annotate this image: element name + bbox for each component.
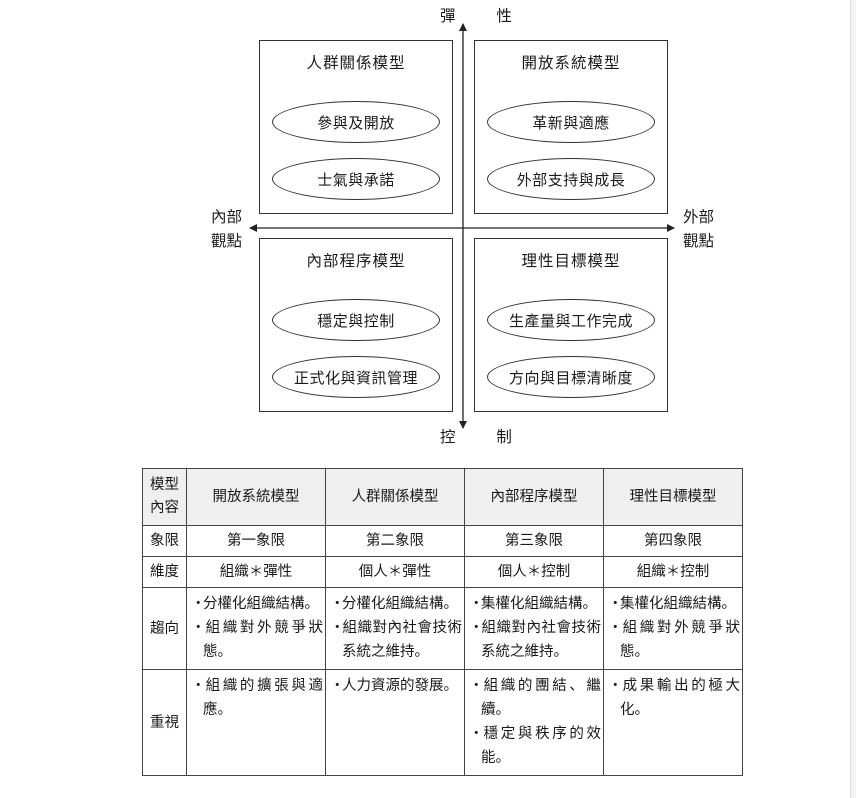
axis-label-bottom: 控 制 bbox=[440, 428, 530, 446]
list-item: 人力資源的發展。 bbox=[330, 674, 462, 698]
quadrant-human-relations: 人群關係模型 參與及開放 士氣與承諾 bbox=[259, 40, 453, 214]
table-row-dimension: 維度 組織＊彈性 個人＊彈性 個人＊控制 組織＊控制 bbox=[142, 556, 743, 588]
corner-label-line1: 模型 bbox=[150, 477, 179, 493]
row-header: 維度 bbox=[142, 556, 187, 588]
table-cell: 集權化組織結構。 組織對外競爭狀態。 bbox=[603, 587, 743, 670]
list-item: 成果輸出的極大化。 bbox=[608, 674, 740, 722]
table-cell: 組織＊彈性 bbox=[186, 556, 326, 588]
axis-label-right: 外部 觀點 bbox=[683, 205, 714, 253]
table-cell: 第三象限 bbox=[464, 525, 604, 557]
row-header: 象限 bbox=[142, 525, 187, 557]
column-header: 理性目標模型 bbox=[603, 468, 743, 526]
axis-label-left-line2: 觀點 bbox=[211, 232, 243, 250]
axis-label-left-line1: 內部 bbox=[211, 208, 243, 226]
axis-label-right-line1: 外部 bbox=[683, 208, 715, 226]
list-item: 分權化組織結構。 bbox=[191, 592, 323, 616]
table-cell: 組織的擴張與適應。 bbox=[186, 669, 326, 776]
table-cell: 組織＊控制 bbox=[603, 556, 743, 588]
list-item: 組織對內社會技術系統之維持。 bbox=[330, 616, 462, 664]
model-comparison-table: 模型 內容 開放系統模型 人群關係模型 內部程序模型 理性目標模型 象限 第一象… bbox=[142, 468, 743, 776]
competing-values-diagram: 彈 性 控 制 內部 觀點 外部 觀點 人群關係模型 參與及開放 士氣與承諾 開… bbox=[211, 7, 714, 446]
table-cell: 個人＊控制 bbox=[464, 556, 604, 588]
table-corner-cell: 模型 內容 bbox=[142, 468, 187, 526]
list-item: 組織的擴張與適應。 bbox=[191, 674, 323, 722]
quadrant-internal-process: 內部程序模型 穩定與控制 正式化與資訊管理 bbox=[259, 238, 453, 412]
quadrant-open-systems: 開放系統模型 革新與適應 外部支持與成長 bbox=[474, 40, 668, 214]
quadrant-title: 開放系統模型 bbox=[521, 54, 621, 72]
table-cell: 人力資源的發展。 bbox=[325, 669, 465, 776]
value-oval: 方向與目標清晰度 bbox=[487, 356, 655, 398]
table-cell: 分權化組織結構。 組織對內社會技術系統之維持。 bbox=[325, 587, 465, 670]
table-header-row: 模型 內容 開放系統模型 人群關係模型 內部程序模型 理性目標模型 bbox=[142, 468, 743, 526]
value-oval: 外部支持與成長 bbox=[487, 158, 655, 200]
quadrant-rational-goal: 理性目標模型 生產量與工作完成 方向與目標清晰度 bbox=[474, 238, 668, 412]
list-item: 組織的團結、繼續。 bbox=[469, 674, 601, 722]
axis-label-right-line2: 觀點 bbox=[683, 232, 715, 250]
list-item: 組織對外競爭狀態。 bbox=[608, 616, 740, 664]
row-header: 重視 bbox=[142, 669, 187, 776]
table-row-emphasis: 重視 組織的擴張與適應。 人力資源的發展。 組織的團結、繼續。 穩定與秩序的效能… bbox=[142, 669, 743, 776]
list-item: 集權化組織結構。 bbox=[608, 592, 740, 616]
table-cell: 組織的團結、繼續。 穩定與秩序的效能。 bbox=[464, 669, 604, 776]
value-oval: 穩定與控制 bbox=[272, 299, 440, 341]
page-edge-shadow bbox=[851, 0, 856, 798]
table-cell: 分權化組織結構。 組織對外競爭狀態。 bbox=[186, 587, 326, 670]
quadrant-title: 內部程序模型 bbox=[306, 252, 406, 270]
value-oval: 革新與適應 bbox=[487, 101, 655, 143]
table-cell: 第一象限 bbox=[186, 525, 326, 557]
table-cell: 第四象限 bbox=[603, 525, 743, 557]
column-header: 內部程序模型 bbox=[464, 468, 604, 526]
row-header: 趨向 bbox=[142, 587, 187, 670]
column-header: 開放系統模型 bbox=[186, 468, 326, 526]
axis-label-left: 內部 觀點 bbox=[211, 205, 242, 253]
quadrant-title: 理性目標模型 bbox=[521, 252, 621, 270]
table-cell: 第二象限 bbox=[325, 525, 465, 557]
table-cell: 集權化組織結構。 組織對內社會技術系統之維持。 bbox=[464, 587, 604, 670]
quadrant-title: 人群關係模型 bbox=[306, 54, 406, 72]
table-cell: 個人＊彈性 bbox=[325, 556, 465, 588]
corner-label-line2: 內容 bbox=[150, 500, 179, 516]
value-oval: 生產量與工作完成 bbox=[487, 299, 655, 341]
list-item: 組織對內社會技術系統之維持。 bbox=[469, 616, 601, 664]
table-cell: 成果輸出的極大化。 bbox=[603, 669, 743, 776]
page-edge-rule bbox=[850, 0, 851, 798]
axis-label-top: 彈 性 bbox=[440, 7, 530, 25]
list-item: 組織對外競爭狀態。 bbox=[191, 616, 323, 664]
value-oval: 正式化與資訊管理 bbox=[272, 356, 440, 398]
column-header: 人群關係模型 bbox=[325, 468, 465, 526]
value-oval: 參與及開放 bbox=[272, 101, 440, 143]
value-oval: 士氣與承諾 bbox=[272, 158, 440, 200]
list-item: 集權化組織結構。 bbox=[469, 592, 601, 616]
table-row-quadrant: 象限 第一象限 第二象限 第三象限 第四象限 bbox=[142, 525, 743, 557]
table-row-orientation: 趨向 分權化組織結構。 組織對外競爭狀態。 分權化組織結構。 組織對內社會技術系… bbox=[142, 587, 743, 670]
list-item: 穩定與秩序的效能。 bbox=[469, 722, 601, 770]
axes-svg bbox=[249, 23, 675, 429]
list-item: 分權化組織結構。 bbox=[330, 592, 462, 616]
